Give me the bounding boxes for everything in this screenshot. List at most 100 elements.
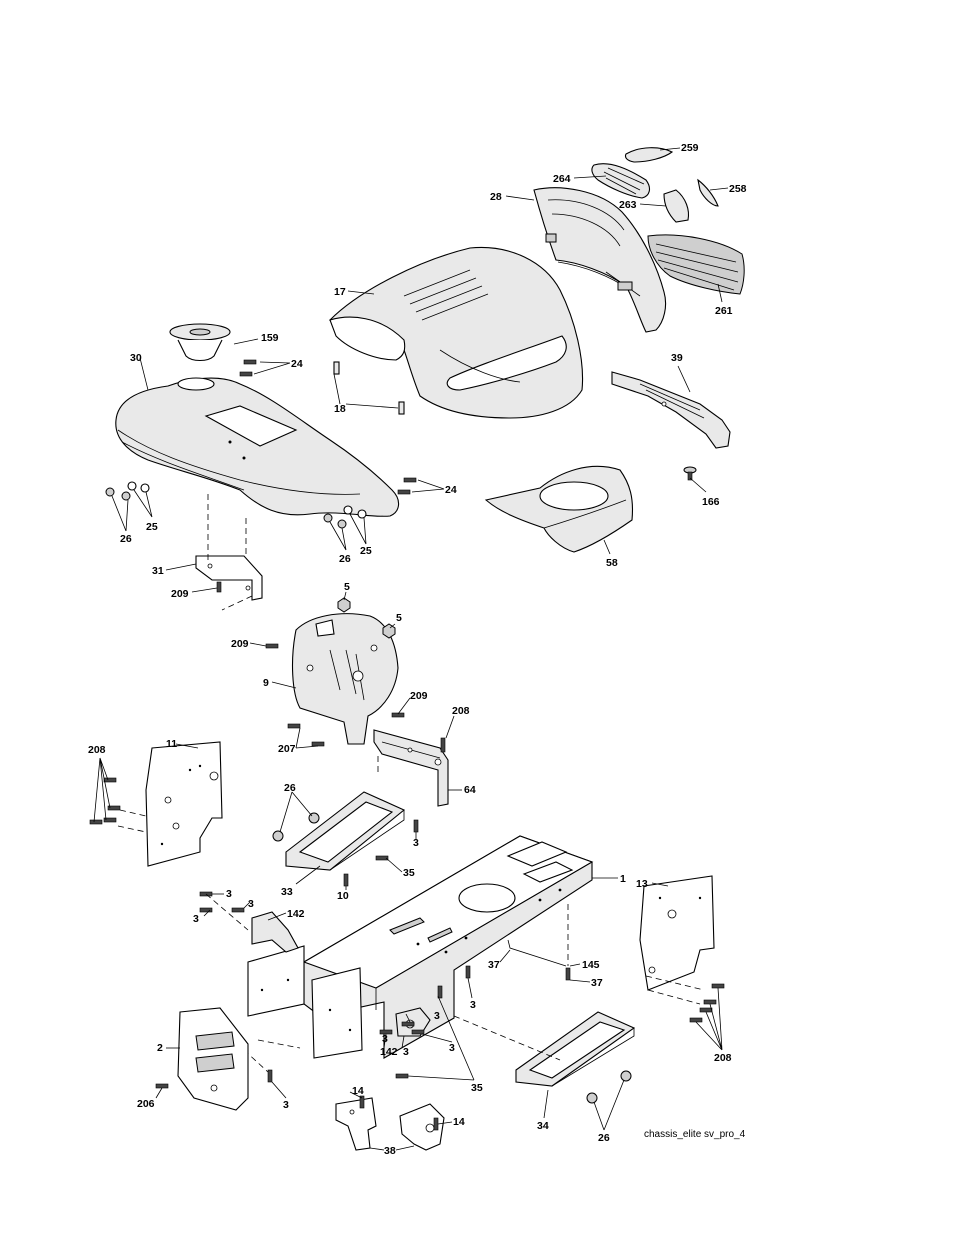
label-25-mid: 25 bbox=[360, 545, 372, 557]
part-17-hood bbox=[328, 246, 584, 419]
label-34: 34 bbox=[537, 1120, 549, 1132]
label-10: 10 bbox=[337, 890, 349, 902]
part-33-footrest bbox=[285, 791, 406, 871]
part-26-nut-b bbox=[620, 1070, 632, 1082]
label-25-left: 25 bbox=[146, 521, 158, 533]
part-58-pan bbox=[484, 465, 634, 553]
label-14-left: 14 bbox=[352, 1085, 364, 1097]
label-3-d: 3 bbox=[193, 913, 199, 925]
leader-lines bbox=[93, 147, 729, 1151]
part-258-lens bbox=[697, 178, 719, 207]
label-26-footrest: 26 bbox=[284, 782, 296, 794]
label-3-i: 3 bbox=[382, 1033, 388, 1045]
label-145: 145 bbox=[582, 959, 600, 971]
part-1-frame bbox=[302, 835, 594, 1059]
part-labels: 259 264 258 28 263 261 17 159 30 24 18 3… bbox=[88, 142, 747, 1157]
label-24-upper: 24 bbox=[291, 358, 303, 370]
label-209-top: 209 bbox=[171, 588, 189, 600]
label-3-c: 3 bbox=[248, 898, 254, 910]
label-13: 13 bbox=[636, 878, 648, 890]
label-28: 28 bbox=[490, 191, 502, 203]
label-3-footrest: 3 bbox=[413, 837, 419, 849]
label-261: 261 bbox=[715, 305, 733, 317]
label-35-lower: 35 bbox=[471, 1082, 483, 1094]
hood-front-assembly bbox=[533, 147, 745, 333]
diagram-caption: chassis_elite sv_pro_4 bbox=[644, 1129, 746, 1140]
label-3-j: 3 bbox=[283, 1099, 289, 1111]
part-9-panel bbox=[292, 613, 399, 745]
label-26-lower: 26 bbox=[598, 1132, 610, 1144]
part-39-bracket bbox=[611, 371, 731, 449]
label-26-mid: 26 bbox=[339, 553, 351, 565]
label-2: 2 bbox=[157, 1042, 163, 1054]
label-3-f: 3 bbox=[434, 1010, 440, 1022]
label-9: 9 bbox=[263, 677, 269, 689]
label-209-left: 209 bbox=[231, 638, 249, 650]
part-142-bracket-a bbox=[251, 911, 299, 953]
label-3-b: 3 bbox=[226, 888, 232, 900]
label-37-upper: 37 bbox=[488, 959, 500, 971]
label-35-upper: 35 bbox=[403, 867, 415, 879]
label-37-lower: 37 bbox=[591, 977, 603, 989]
label-39: 39 bbox=[671, 352, 683, 364]
label-17: 17 bbox=[334, 286, 346, 298]
part-28-nose-shell bbox=[533, 187, 667, 333]
label-30: 30 bbox=[130, 352, 142, 364]
label-58: 58 bbox=[606, 557, 618, 569]
hardware-upper bbox=[105, 359, 417, 529]
part-11-side-plate bbox=[145, 741, 223, 867]
part-145-rod bbox=[507, 939, 567, 967]
part-31-bracket bbox=[195, 555, 263, 601]
part-1-frame-rails bbox=[247, 945, 363, 1059]
label-264: 264 bbox=[553, 173, 571, 185]
part-14-bolt-a bbox=[359, 1095, 365, 1109]
label-206: 206 bbox=[137, 1098, 155, 1110]
label-166: 166 bbox=[702, 496, 720, 508]
label-142-lower: 142 bbox=[380, 1046, 398, 1058]
label-208-right: 208 bbox=[714, 1052, 732, 1064]
part-38-brackets bbox=[335, 1097, 445, 1151]
part-30-fender bbox=[115, 377, 400, 517]
label-11: 11 bbox=[166, 738, 177, 750]
label-258: 258 bbox=[729, 183, 747, 195]
part-261-grille bbox=[647, 234, 745, 295]
label-33: 33 bbox=[281, 886, 293, 898]
label-3-h: 3 bbox=[449, 1042, 455, 1054]
label-263: 263 bbox=[619, 199, 637, 211]
label-3-g: 3 bbox=[403, 1046, 409, 1058]
label-208-left: 208 bbox=[88, 744, 106, 756]
part-264-headlight bbox=[591, 163, 651, 199]
part-64-bracket bbox=[373, 729, 449, 807]
part-263-housing bbox=[663, 189, 690, 223]
label-1: 1 bbox=[620, 873, 626, 885]
part-159-cap bbox=[169, 323, 231, 362]
part-166-bolt bbox=[683, 466, 697, 481]
part-13-side-plate bbox=[639, 875, 715, 991]
part-34-footrest bbox=[515, 1011, 636, 1087]
part-18-pin-b bbox=[398, 401, 405, 415]
label-209-right: 209 bbox=[410, 690, 428, 702]
label-208-center: 208 bbox=[452, 705, 470, 717]
label-26-left: 26 bbox=[120, 533, 132, 545]
label-3-e: 3 bbox=[470, 999, 476, 1011]
label-64: 64 bbox=[464, 784, 476, 796]
part-26-nut-a bbox=[586, 1092, 598, 1104]
part-209-bolt bbox=[216, 581, 222, 593]
hardware-panel bbox=[265, 597, 405, 747]
label-18: 18 bbox=[334, 403, 346, 415]
part-259-lens bbox=[624, 147, 674, 163]
label-24-lower: 24 bbox=[445, 484, 457, 496]
label-5-b: 5 bbox=[396, 612, 402, 624]
label-159: 159 bbox=[261, 332, 279, 344]
label-31: 31 bbox=[152, 565, 164, 577]
label-259: 259 bbox=[681, 142, 699, 154]
label-142-upper: 142 bbox=[287, 908, 305, 920]
part-208-bolt-a bbox=[440, 737, 446, 753]
part-2-bracket bbox=[177, 1007, 249, 1111]
label-207: 207 bbox=[278, 743, 296, 755]
part-14-bolt-b bbox=[433, 1117, 439, 1131]
part-18-pin bbox=[333, 361, 340, 375]
label-38: 38 bbox=[384, 1145, 396, 1157]
label-14-right: 14 bbox=[453, 1116, 465, 1128]
